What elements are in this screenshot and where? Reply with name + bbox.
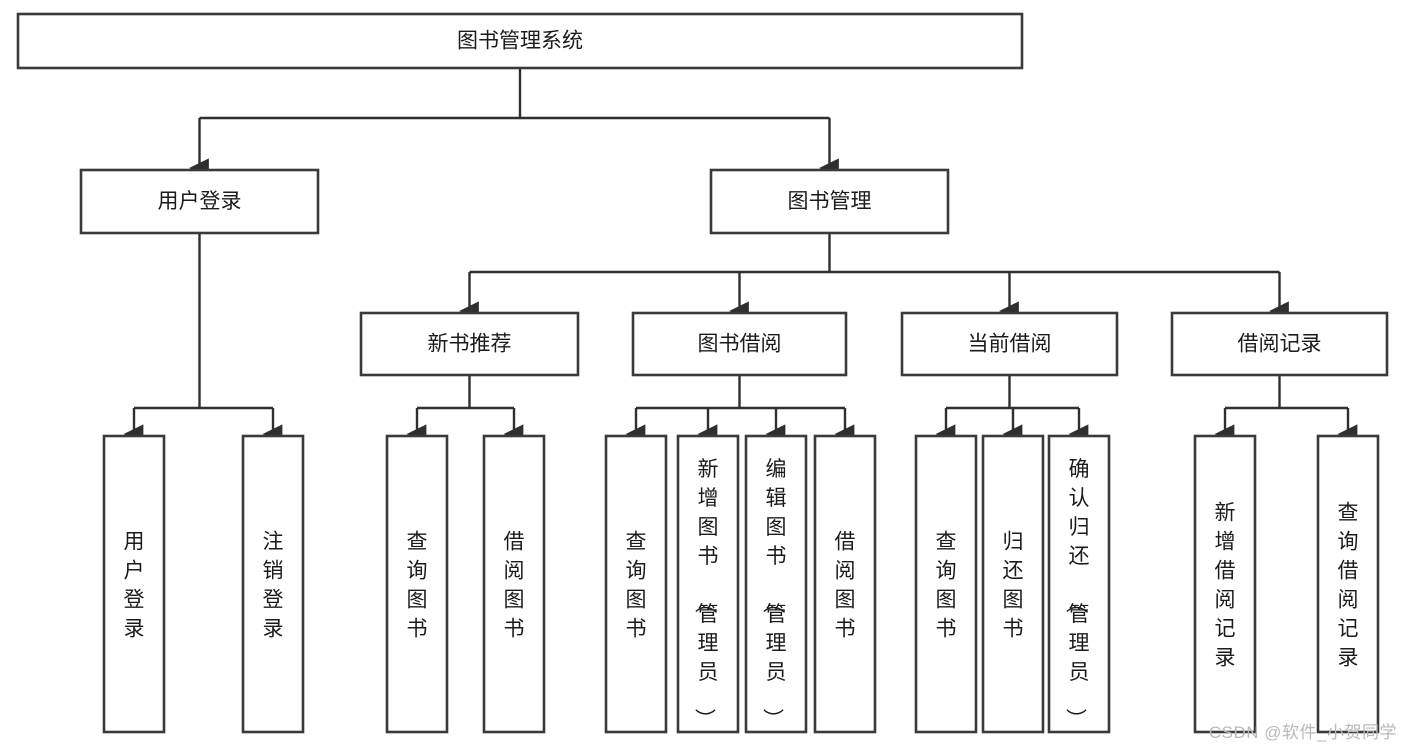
node-box-borrow-record [1170,311,1389,377]
node-box-current-borrow [900,311,1119,377]
node-label-new-book-recommend: 新书推荐 [428,333,512,356]
node-leaf-borrow-book-1[interactable]: 借阅图书 [482,434,546,734]
node-label-leaf-borrow-book-2: 借阅图书 [835,531,856,641]
node-label-leaf-user-login: 用户登录 [124,531,145,641]
node-box-leaf-add-record [1193,434,1257,734]
node-borrow-record[interactable]: 借阅记录 [1170,311,1389,377]
node-leaf-confirm-return[interactable]: 确认归还（管理员） [1047,434,1111,734]
node-label-leaf-confirm-return: 确认归还（管理员） [1064,458,1090,729]
node-leaf-return-book[interactable]: 归还图书 [981,434,1045,734]
node-box-leaf-return-book [981,434,1045,734]
node-leaf-user-login[interactable]: 用户登录 [102,434,166,734]
node-box-leaf-logout [241,434,305,734]
node-current-borrow[interactable]: 当前借阅 [900,311,1119,377]
node-box-leaf-borrow-book-1 [482,434,546,734]
node-box-leaf-borrow-book-2 [813,434,877,734]
node-box-leaf-confirm-return [1047,434,1111,734]
node-label-book-borrow: 图书借阅 [698,333,782,356]
connector-layer [123,68,1358,444]
node-root[interactable]: 图书管理系统 [16,12,1024,70]
node-leaf-add-book[interactable]: 新增图书（管理员） [676,434,740,734]
node-leaf-query-book-1[interactable]: 查询图书 [385,434,449,734]
node-box-root [16,12,1024,70]
node-box-leaf-edit-book [744,434,808,734]
node-box-leaf-user-login [102,434,166,734]
node-label-leaf-edit-book: 编辑图书（管理员） [761,458,787,729]
node-box-user-login [79,168,320,235]
node-label-leaf-query-book-1: 查询图书 [407,531,428,641]
node-new-book-recommend[interactable]: 新书推荐 [359,311,580,377]
node-box-book-management [709,168,950,235]
node-book-borrow[interactable]: 图书借阅 [631,311,848,377]
node-label-borrow-record: 借阅记录 [1238,333,1322,356]
node-box-leaf-query-book-3 [914,434,978,734]
node-label-current-borrow: 当前借阅 [968,333,1052,356]
node-label-user-login: 用户登录 [158,190,242,213]
node-label-leaf-query-book-3: 查询图书 [936,531,957,641]
node-label-leaf-query-book-2: 查询图书 [626,531,647,641]
node-leaf-add-record[interactable]: 新增借阅记录 [1193,434,1257,734]
node-box-leaf-query-book-2 [604,434,668,734]
node-box-book-borrow [631,311,848,377]
node-leaf-borrow-book-2[interactable]: 借阅图书 [813,434,877,734]
node-leaf-query-book-3[interactable]: 查询图书 [914,434,978,734]
node-label-leaf-logout: 注销登录 [263,531,284,641]
node-box-leaf-query-book-1 [385,434,449,734]
node-layer: 图书管理系统用户登录图书管理新书推荐图书借阅当前借阅借阅记录用户登录注销登录查询… [16,12,1389,734]
node-box-leaf-query-record [1316,434,1380,734]
node-leaf-query-record[interactable]: 查询借阅记录 [1316,434,1380,734]
node-label-leaf-add-book: 新增图书（管理员） [693,458,719,729]
node-box-leaf-add-book [676,434,740,734]
node-leaf-edit-book[interactable]: 编辑图书（管理员） [744,434,808,734]
node-leaf-query-book-2[interactable]: 查询图书 [604,434,668,734]
node-user-login[interactable]: 用户登录 [79,168,320,235]
node-label-book-management: 图书管理 [788,190,872,213]
node-box-new-book-recommend [359,311,580,377]
node-label-leaf-add-record: 新增借阅记录 [1215,502,1236,670]
node-label-leaf-query-record: 查询借阅记录 [1338,502,1359,670]
node-label-leaf-return-book: 归还图书 [1003,531,1024,641]
node-label-root: 图书管理系统 [457,30,583,53]
node-book-management[interactable]: 图书管理 [709,168,950,235]
node-label-leaf-borrow-book-1: 借阅图书 [504,531,525,641]
node-leaf-logout[interactable]: 注销登录 [241,434,305,734]
watermark-label: CSDN @软件_小贺同学 [1208,723,1397,742]
